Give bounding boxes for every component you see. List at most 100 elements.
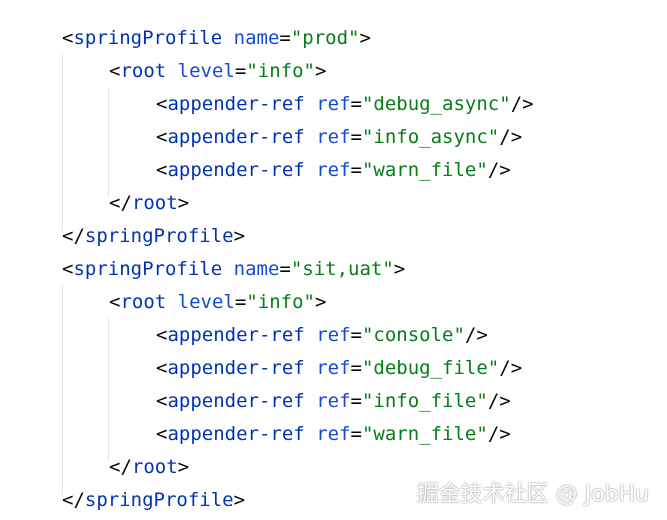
attribute-value: "debug_file" bbox=[361, 357, 500, 379]
punctuation: </ bbox=[109, 456, 132, 478]
code-line[interactable]: <appender-ref ref="console"/> bbox=[156, 319, 488, 352]
code-line[interactable]: </springProfile> bbox=[62, 220, 245, 253]
punctuation: /> bbox=[499, 357, 523, 379]
tag-name: springProfile bbox=[73, 258, 223, 280]
attribute-value: "debug_async" bbox=[361, 93, 511, 115]
code-line[interactable]: <appender-ref ref="warn_file"/> bbox=[156, 418, 511, 451]
tag-name: appender-ref bbox=[167, 126, 305, 148]
tag-name: appender-ref bbox=[167, 423, 305, 445]
tag-name: springProfile bbox=[84, 489, 234, 511]
attribute-name: ref bbox=[316, 357, 351, 379]
attribute-value: "info_async" bbox=[361, 126, 500, 148]
attribute-value: "info_file" bbox=[361, 390, 488, 412]
punctuation: = bbox=[279, 27, 291, 49]
punctuation: </ bbox=[62, 489, 85, 511]
tag-name: appender-ref bbox=[167, 93, 305, 115]
watermark: 掘金技术社区 @ JobHu bbox=[416, 482, 649, 507]
space bbox=[305, 126, 316, 148]
punctuation: /> bbox=[499, 126, 523, 148]
code-line[interactable]: <appender-ref ref="debug_file"/> bbox=[156, 352, 522, 385]
punctuation: > bbox=[359, 27, 371, 49]
punctuation: < bbox=[156, 93, 168, 115]
punctuation: < bbox=[156, 126, 168, 148]
punctuation: = bbox=[350, 126, 362, 148]
code-line[interactable]: <appender-ref ref="info_async"/> bbox=[156, 121, 522, 154]
attribute-value: "sit,uat" bbox=[290, 258, 394, 280]
punctuation: < bbox=[156, 159, 168, 181]
punctuation: /> bbox=[487, 390, 511, 412]
space bbox=[305, 390, 316, 412]
space bbox=[166, 60, 177, 82]
tag-name: root bbox=[131, 192, 178, 214]
punctuation: > bbox=[233, 489, 246, 511]
attribute-name: name bbox=[233, 27, 280, 49]
punctuation: < bbox=[62, 258, 74, 280]
punctuation: > bbox=[393, 258, 406, 280]
tag-name: appender-ref bbox=[167, 324, 305, 346]
attribute-name: name bbox=[233, 258, 280, 280]
punctuation: > bbox=[314, 60, 327, 82]
punctuation: > bbox=[177, 192, 190, 214]
attribute-name: level bbox=[177, 60, 235, 82]
punctuation: < bbox=[62, 27, 74, 49]
attribute-value: "info" bbox=[246, 291, 315, 313]
code-line[interactable]: <springProfile name="sit,uat"> bbox=[62, 253, 405, 286]
punctuation: < bbox=[156, 324, 168, 346]
punctuation: > bbox=[177, 456, 190, 478]
punctuation: = bbox=[350, 423, 362, 445]
attribute-value: "warn_file" bbox=[361, 159, 488, 181]
code-line[interactable]: <springProfile name="prod"> bbox=[62, 22, 371, 55]
attribute-name: ref bbox=[316, 324, 351, 346]
code-line[interactable]: <appender-ref ref="debug_async"/> bbox=[156, 88, 534, 121]
punctuation: < bbox=[156, 390, 168, 412]
punctuation: = bbox=[234, 291, 247, 313]
indent-guide bbox=[62, 54, 63, 231]
tag-name: appender-ref bbox=[167, 159, 305, 181]
code-line[interactable]: </root> bbox=[109, 187, 189, 220]
space bbox=[305, 423, 316, 445]
attribute-name: ref bbox=[316, 126, 351, 148]
indent-guide bbox=[108, 318, 109, 462]
space bbox=[305, 159, 316, 181]
punctuation: /> bbox=[487, 159, 511, 181]
code-line[interactable]: <appender-ref ref="warn_file"/> bbox=[156, 154, 511, 187]
punctuation: = bbox=[350, 357, 362, 379]
punctuation: /> bbox=[510, 93, 534, 115]
punctuation: = bbox=[234, 60, 247, 82]
code-line[interactable]: </springProfile> bbox=[62, 484, 245, 517]
tag-name: appender-ref bbox=[167, 390, 305, 412]
attribute-name: ref bbox=[316, 423, 351, 445]
attribute-name: ref bbox=[316, 159, 351, 181]
code-line[interactable]: <appender-ref ref="info_file"/> bbox=[156, 385, 511, 418]
tag-name: root bbox=[120, 60, 167, 82]
punctuation: < bbox=[156, 357, 168, 379]
code-line[interactable]: <root level="info"> bbox=[109, 286, 326, 319]
punctuation: > bbox=[314, 291, 327, 313]
code-line[interactable]: <root level="info"> bbox=[109, 55, 326, 88]
tag-name: root bbox=[120, 291, 167, 313]
space bbox=[305, 324, 316, 346]
punctuation: </ bbox=[62, 225, 85, 247]
attribute-value: "warn_file" bbox=[361, 423, 488, 445]
tag-name: springProfile bbox=[73, 27, 223, 49]
punctuation: = bbox=[350, 390, 362, 412]
punctuation: = bbox=[350, 93, 362, 115]
punctuation: = bbox=[350, 324, 362, 346]
attribute-name: ref bbox=[316, 390, 351, 412]
punctuation: < bbox=[109, 291, 121, 313]
attribute-value: "info" bbox=[246, 60, 315, 82]
punctuation: > bbox=[233, 225, 246, 247]
space bbox=[222, 27, 233, 49]
punctuation: </ bbox=[109, 192, 132, 214]
space bbox=[305, 357, 316, 379]
code-line[interactable]: </root> bbox=[109, 451, 189, 484]
punctuation: < bbox=[156, 423, 168, 445]
indent-guide bbox=[108, 87, 109, 198]
punctuation: /> bbox=[464, 324, 488, 346]
attribute-value: "prod" bbox=[290, 27, 360, 49]
punctuation: = bbox=[279, 258, 291, 280]
attribute-name: level bbox=[177, 291, 235, 313]
space bbox=[166, 291, 177, 313]
punctuation: /> bbox=[487, 423, 511, 445]
